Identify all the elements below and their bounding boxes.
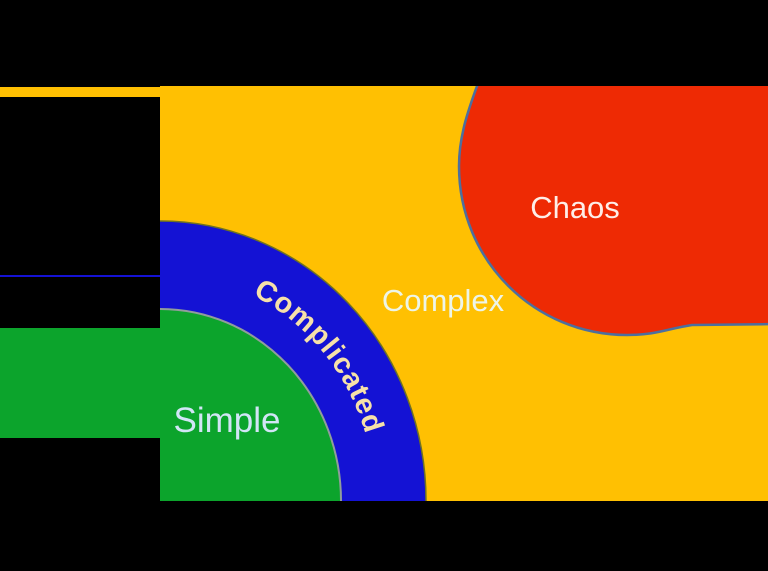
complexity-diagram-svg: Simple Complicated Complex Chaos [160, 86, 768, 501]
region-chaos [457, 86, 768, 337]
offslide-yellow-strip [0, 87, 161, 97]
label-chaos: Chaos [530, 190, 620, 225]
complexity-diagram: Simple Complicated Complex Chaos [160, 86, 768, 501]
label-complex: Complex [382, 283, 505, 318]
region-simple [160, 308, 342, 501]
label-simple: Simple [174, 401, 281, 440]
offslide-green-strip [0, 328, 161, 438]
offslide-blue-strip [0, 275, 161, 277]
